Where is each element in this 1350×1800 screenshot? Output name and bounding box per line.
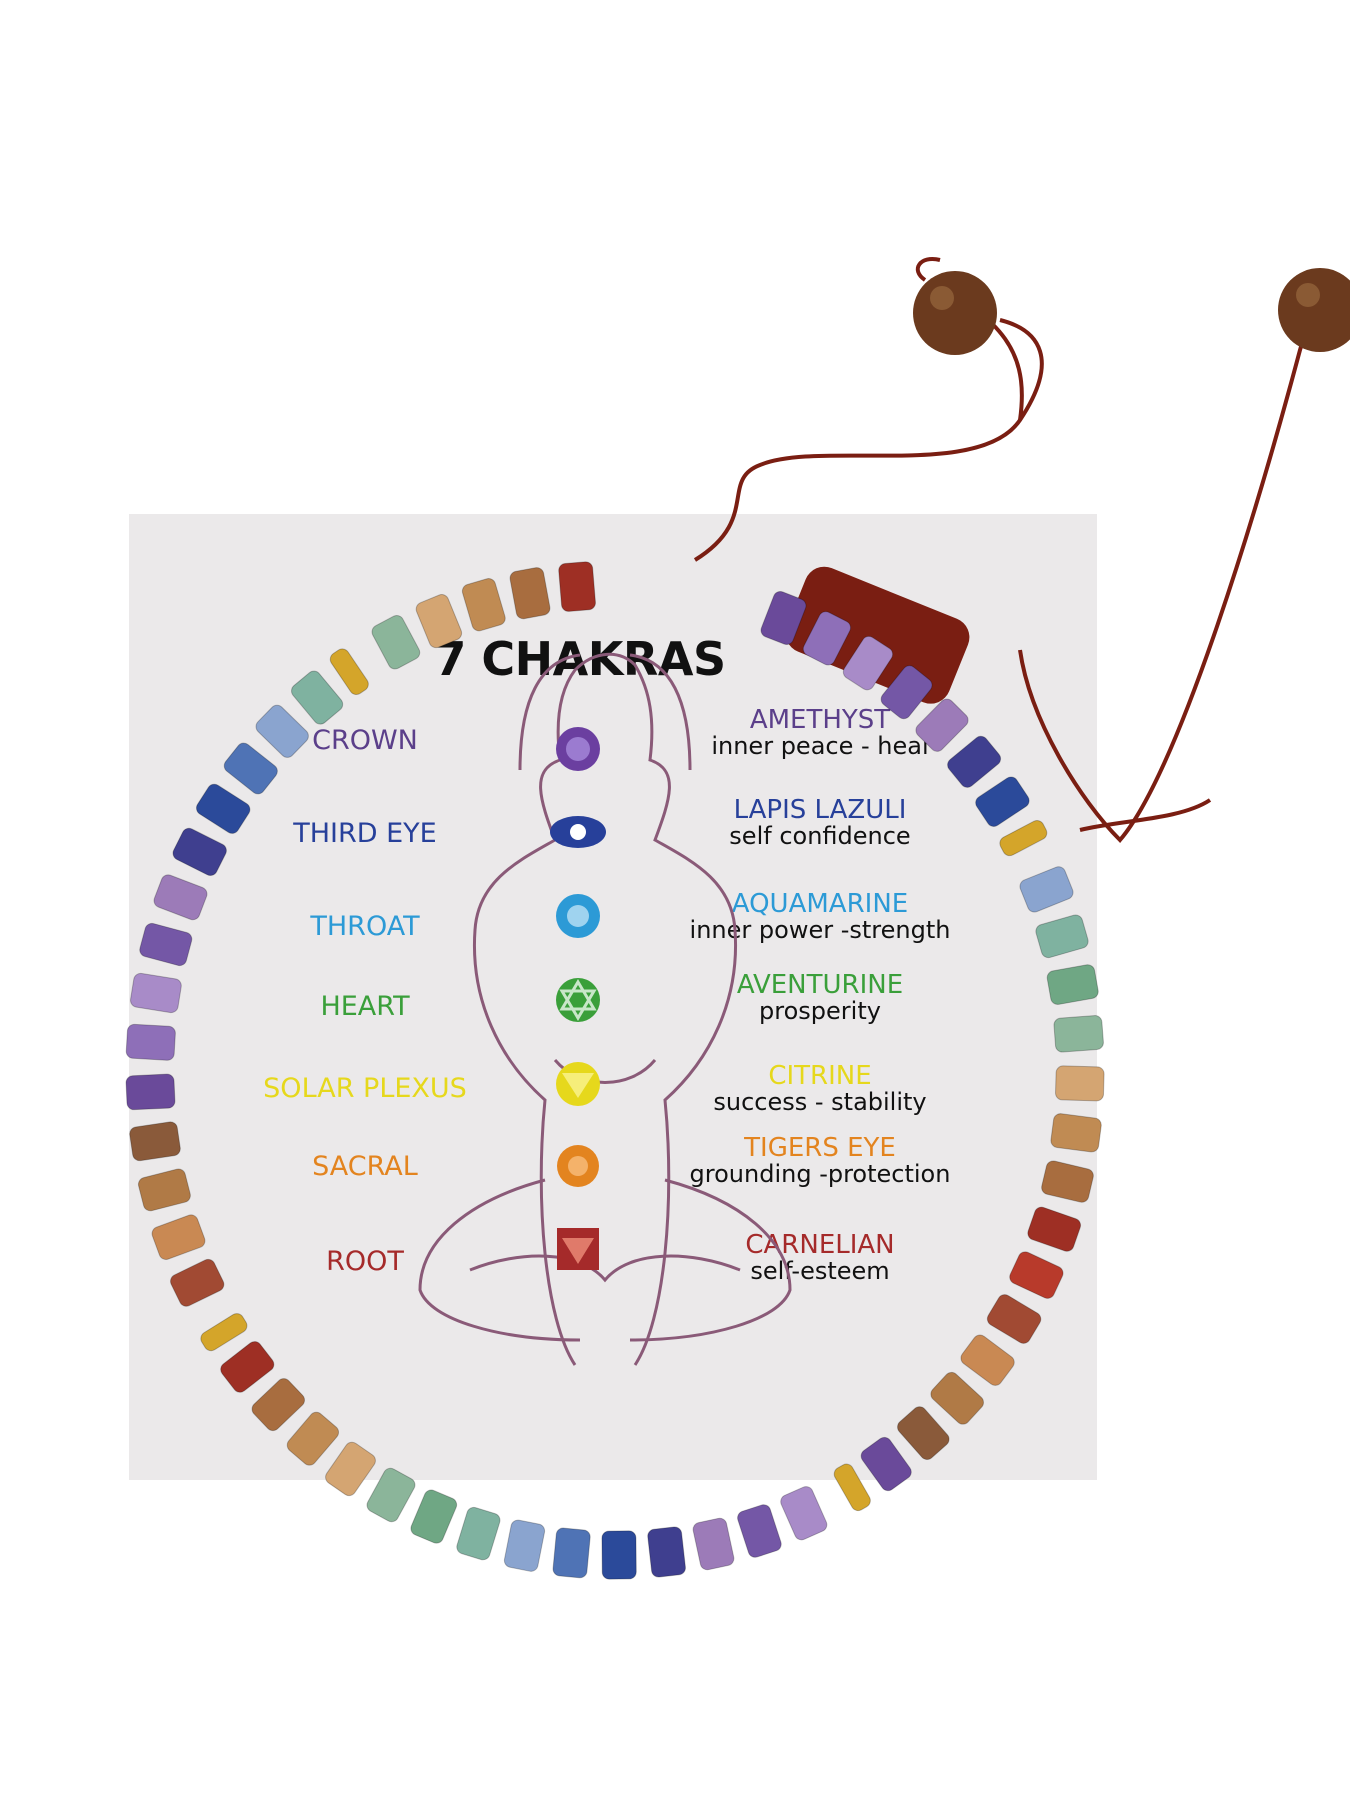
macrame-knot [785,566,970,704]
stone-meaning-lapis: self confidence [729,822,911,850]
gemstone-bead [897,1406,950,1460]
gemstone-bead [172,827,227,876]
gold-spacer-bead [200,1313,248,1352]
stone-meaning-tigers-eye: grounding -protection [689,1160,951,1188]
gemstone-bead [915,698,969,752]
chakra-name-third-eye: THIRD EYE [293,818,437,849]
gemstone-bead [325,1441,376,1497]
gemstone-bead [415,594,463,649]
gemstone-bead [153,874,208,921]
adjustable-cord [693,257,1307,843]
gold-spacer-bead [329,648,369,695]
chakra-name-heart: HEART [320,991,410,1022]
chakra-name-root: ROOT [326,1246,404,1277]
gemstone-bead [151,1214,206,1260]
chakra-name-sacral: SACRAL [312,1151,418,1182]
gemstone-bead [692,1517,735,1571]
gemstone-bead [947,735,1002,788]
gemstone-bead [129,1121,181,1162]
stone-name-aventurine: AVENTURINE [736,970,904,1000]
gemstone-bead [130,972,182,1014]
stone-name-amethyst: AMETHYST [749,705,891,735]
gemstone-bead [1053,1015,1104,1053]
gemstone-bead [366,1467,416,1523]
stone-meaning-aventurine: prosperity [759,997,881,1025]
gemstone-bead [220,1341,275,1393]
gemstone-bead [737,1504,782,1558]
gemstone-bead [1009,1251,1064,1299]
meditating-figure-outline [418,652,792,1366]
chakra-name-throat: THROAT [310,911,420,942]
stone-meaning-citrine: success - stability [713,1088,927,1116]
stone-name-lapis: LAPIS LAZULI [733,795,907,825]
bead-ring [125,561,1105,1580]
chakra-name-crown: CROWN [312,725,418,756]
gemstone-bead [195,783,251,834]
stone-name-carnelian: CARNELIAN [745,1230,895,1260]
gemstone-bead [456,1506,501,1561]
gemstone-bead [1035,914,1089,959]
sacral-chakra-icon [557,1145,599,1187]
gemstone-bead [1041,1160,1094,1203]
gemstone-bead [286,1411,340,1466]
gemstone-bead [1027,1206,1082,1252]
gemstone-bead [139,922,193,967]
root-chakra-icon [557,1228,599,1270]
gold-spacer-bead [833,1463,871,1512]
gemstone-bead [960,1334,1015,1386]
gemstone-bead [170,1258,225,1307]
gemstone-bead [986,1294,1042,1344]
wood-bead-end-1 [913,271,997,355]
chakra-name-solar-plexus: SOLAR PLEXUS [263,1073,467,1104]
gemstone-bead [371,614,421,670]
gemstone-bead [601,1530,637,1580]
stone-name-aquamarine: AQUAMARINE [731,889,909,919]
gemstone-bead [1055,1065,1105,1102]
gemstone-bead [125,1023,176,1061]
stone-meaning-amethyst: inner peace - heal [711,732,929,760]
gemstone-bead [251,1378,306,1432]
gemstone-bead [880,665,933,720]
gemstone-bead [760,591,807,645]
card-title: 7 CHAKRAS [434,632,726,686]
gemstone-bead [802,611,852,666]
gemstone-bead [223,742,278,795]
gemstone-bead [137,1168,191,1212]
solar-plexus-chakra-icon [556,1062,600,1106]
gemstone-bead [842,635,894,691]
wood-bead-end-2 [1278,268,1350,352]
gemstone-bead [558,561,596,612]
gemstone-bead [1050,1113,1102,1153]
gemstone-bead [503,1519,546,1572]
gemstone-bead [930,1371,984,1425]
gemstone-bead [552,1527,591,1579]
gemstone-bead [125,1073,176,1111]
gemstone-bead [410,1489,458,1544]
gemstone-bead [780,1486,828,1541]
gemstone-bead [1019,866,1074,913]
stone-meaning-carnelian: self-esteem [750,1257,890,1285]
gemstone-bead [509,567,551,620]
gemstone-bead [860,1436,912,1492]
crown-chakra-icon [556,727,600,771]
throat-chakra-icon [556,894,600,938]
stone-name-citrine: CITRINE [768,1061,872,1091]
gold-spacer-bead [999,820,1048,857]
gemstone-bead [975,776,1030,827]
heart-chakra-icon [556,978,600,1022]
third-eye-chakra-icon [550,816,606,848]
gemstone-bead [291,670,344,725]
gemstone-bead [1046,964,1099,1005]
gemstone-bead [647,1526,686,1578]
gemstone-bead [255,704,309,758]
gemstone-bead [461,578,506,632]
stone-name-tigers-eye: TIGERS EYE [744,1133,896,1163]
